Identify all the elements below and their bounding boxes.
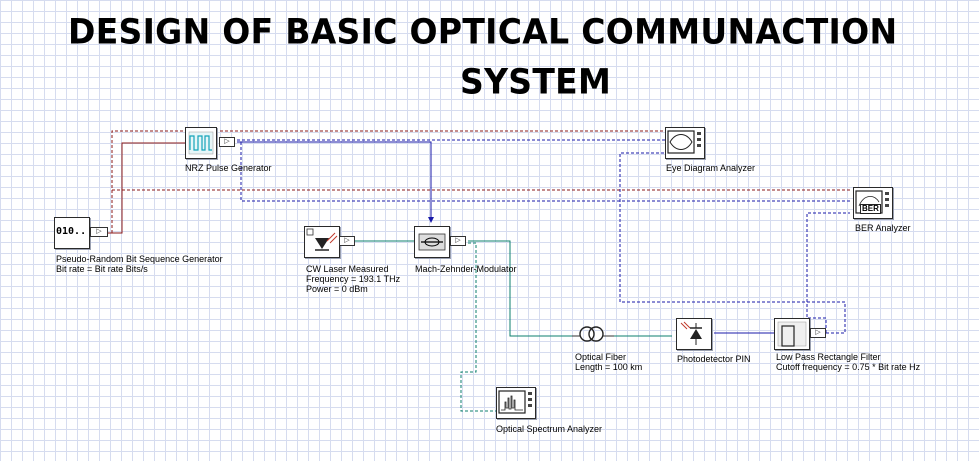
- pulse-waveform-icon: [188, 131, 214, 155]
- nrz-output-port[interactable]: ▷: [219, 137, 235, 147]
- interferometer-icon: [418, 233, 446, 251]
- spectrum-screen-icon: [498, 390, 532, 414]
- eye-diagram-icon: [667, 130, 701, 154]
- ber-analyzer-label: BER Analyzer: [855, 223, 911, 233]
- wire-prbs-nrz: [108, 142, 185, 234]
- wire-mzm-fiber: [468, 240, 572, 337]
- photodiode-icon: [680, 321, 702, 345]
- eye-analyzer-icon[interactable]: [665, 127, 705, 159]
- mzm-label: Mach-Zehnder-Modulator: [415, 264, 517, 274]
- filter-label: Low Pass Rectangle Filter: [776, 352, 881, 362]
- osa-icon[interactable]: [496, 387, 536, 419]
- osa-label: Optical Spectrum Analyzer: [496, 424, 603, 434]
- laser-icon[interactable]: [304, 226, 340, 258]
- prbs-icon[interactable]: 010..: [54, 217, 90, 249]
- filter-output-port[interactable]: ▷: [810, 328, 826, 338]
- title-line-1: DESIGN OF BASIC OPTICAL COMMUNACTION: [68, 11, 898, 52]
- lowpass-response-icon: [777, 321, 807, 347]
- fiber-label: Optical Fiber: [575, 352, 627, 362]
- filter-cutoff-param: Cutoff frequency = 0.75 * Bit rate Hz: [776, 362, 921, 372]
- laser-output-port[interactable]: ▷: [339, 236, 355, 246]
- nrz-label: NRZ Pulse Generator: [185, 163, 272, 173]
- eye-analyzer-label: Eye Diagram Analyzer: [666, 163, 756, 173]
- fiber-length-param: Length = 100 km: [575, 362, 643, 372]
- wire-nrz-mzm: [237, 141, 432, 221]
- fiber-coil-icon[interactable]: [572, 322, 614, 346]
- wire-nrz-ber: [240, 142, 850, 202]
- prbs-output-port[interactable]: ▷: [90, 227, 108, 237]
- filter-icon[interactable]: [774, 318, 810, 350]
- laser-frequency-param: Frequency = 193.1 THz: [306, 274, 401, 284]
- title-line-2: SYSTEM: [460, 61, 612, 102]
- nrz-icon[interactable]: [185, 127, 217, 159]
- mzm-output-port[interactable]: ▷: [450, 236, 466, 246]
- arrowhead-mzm-in: [428, 217, 434, 223]
- photodetector-label: Photodetector PIN: [677, 354, 751, 364]
- wire-lpf-eye: [619, 152, 846, 334]
- photodetector-icon[interactable]: [676, 318, 712, 350]
- ber-icon-text: BER: [860, 204, 881, 214]
- wire-prbs-eye: [111, 130, 665, 233]
- ber-analyzer-icon[interactable]: BER: [853, 187, 893, 219]
- mzm-icon[interactable]: [414, 226, 450, 258]
- prbs-icon-text: 010..: [56, 226, 87, 237]
- prbs-label: Pseudo-Random Bit Sequence Generator: [56, 254, 223, 264]
- wire-lpf-ber: [806, 212, 850, 333]
- wire-mzm-osa: [460, 242, 496, 412]
- laser-label: CW Laser Measured: [306, 264, 389, 274]
- prbs-bitrate-param: Bit rate = Bit rate Bits/s: [56, 264, 148, 274]
- laser-diode-icon: [306, 228, 338, 251]
- laser-power-param: Power = 0 dBm: [306, 284, 368, 294]
